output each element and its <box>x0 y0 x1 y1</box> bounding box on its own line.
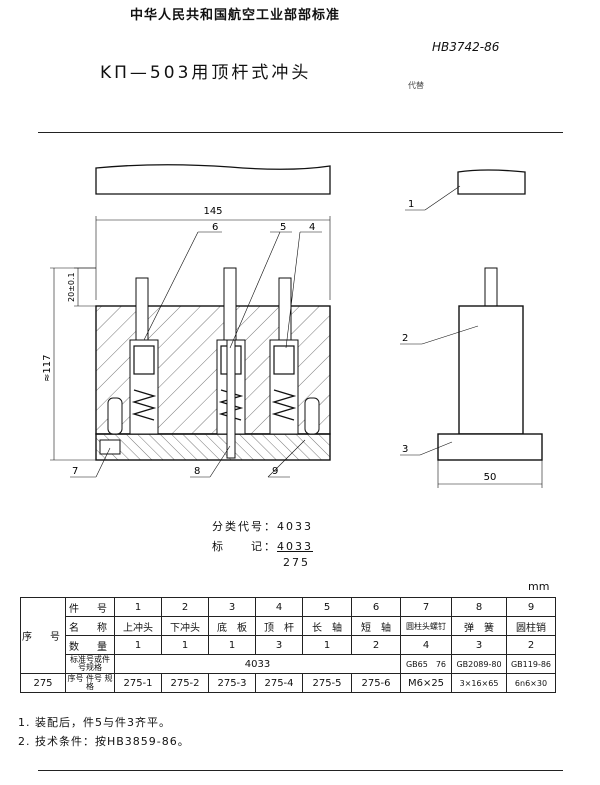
classification-mark-denominator: 275 <box>283 556 310 569</box>
qty-2: 1 <box>161 635 209 655</box>
spec-5: 275-5 <box>302 673 352 693</box>
classification-code: 分类代号：4033 <box>212 518 313 534</box>
part-name-3: 底 板 <box>208 616 256 636</box>
part-no-5: 5 <box>302 597 352 617</box>
replaces-note: 代替 <box>408 81 424 90</box>
qty-9: 2 <box>506 635 556 655</box>
bottom-rule <box>38 770 563 771</box>
part-no-header: 件 号 <box>65 597 115 617</box>
side-lower-punch <box>458 305 524 435</box>
part-name-4: 顶 杆 <box>255 616 303 636</box>
classification-code-value: 4033 <box>277 520 313 533</box>
part-no-8: 8 <box>451 597 507 617</box>
classification-mark-label: 标 记： <box>212 540 277 553</box>
qty-6: 2 <box>351 635 401 655</box>
spec-3: 275-3 <box>208 673 256 693</box>
callout-6: 6 <box>212 222 218 233</box>
part-name-7: 圆柱头螺钉 <box>400 616 452 636</box>
classification-mark-numerator: 4033 <box>277 540 313 553</box>
callout-2: 2 <box>402 333 408 344</box>
spec-4: 275-4 <box>255 673 303 693</box>
qty-4: 3 <box>255 635 303 655</box>
note-1: 1. 装配后，件5与件3齐平。 <box>18 716 171 729</box>
side-upper-punch <box>457 169 526 195</box>
part-name-9: 圆柱销 <box>506 616 556 636</box>
spec-7: M6×25 <box>400 673 452 693</box>
seq-value: 275 <box>20 673 66 693</box>
spec-9: 6n6×30 <box>506 673 556 693</box>
spec-8: 3×16×65 <box>451 673 507 693</box>
part-no-3: 3 <box>208 597 256 617</box>
part-name-6: 短 轴 <box>351 616 401 636</box>
callout-4: 4 <box>309 222 315 233</box>
spec-2: 275-2 <box>161 673 209 693</box>
std-7: GB65 76 <box>400 654 452 674</box>
qty-header: 数 量 <box>65 635 115 655</box>
callout-8: 8 <box>194 466 200 477</box>
std-merged: 4033 <box>114 654 401 674</box>
spec-1: 275-1 <box>114 673 162 693</box>
parts-table: 序 号 件 号 1 2 3 4 5 6 7 8 9 名 称 上冲头 下冲头 底 … <box>20 597 556 693</box>
units-label: mm <box>528 580 550 593</box>
std-9: GB119-86 <box>506 654 556 674</box>
dimension-20: 20±0.1 <box>67 272 76 302</box>
part-no-4: 4 <box>255 597 303 617</box>
part-name-5: 长 轴 <box>302 616 352 636</box>
std-header: 标准号或件号规格 <box>65 654 115 674</box>
part-no-9: 9 <box>506 597 556 617</box>
classification-code-label: 分类代号： <box>212 520 277 533</box>
callout-7: 7 <box>72 466 78 477</box>
upper-punch-outline <box>95 164 331 195</box>
dimension-145: 145 <box>203 206 222 217</box>
qty-1: 1 <box>114 635 162 655</box>
side-base-plate <box>437 433 543 461</box>
top-rule <box>38 132 563 133</box>
qty-8: 3 <box>451 635 507 655</box>
callout-5: 5 <box>280 222 286 233</box>
spec-6: 275-6 <box>351 673 401 693</box>
part-name-2: 下冲头 <box>161 616 209 636</box>
assembly-drawing: 145 20±0.1 ≈117 6 5 4 7 8 9 1 <box>42 164 543 488</box>
part-name-8: 弹 簧 <box>451 616 507 636</box>
seq-header: 序 号 <box>20 597 66 674</box>
qty-3: 1 <box>208 635 256 655</box>
callout-1: 1 <box>408 199 414 210</box>
callout-9: 9 <box>272 466 278 477</box>
std-8: GB2089-80 <box>451 654 507 674</box>
name-header: 名 称 <box>65 616 115 636</box>
classification-mark: 标 记：4033 <box>212 538 313 554</box>
part-no-2: 2 <box>161 597 209 617</box>
qty-7: 4 <box>400 635 452 655</box>
organization-header: 中华人民共和国航空工业部部标准 <box>129 8 340 23</box>
dimension-117: ≈117 <box>42 355 53 382</box>
qty-5: 1 <box>302 635 352 655</box>
part-no-7: 7 <box>400 597 452 617</box>
base-plate <box>95 433 331 461</box>
part-no-6: 6 <box>351 597 401 617</box>
note-2: 2. 技术条件：按HB3859-86。 <box>18 735 190 748</box>
part-name-1: 上冲头 <box>114 616 162 636</box>
dimension-50: 50 <box>484 472 497 483</box>
standard-code: HB3742-86 <box>432 40 500 54</box>
callout-3: 3 <box>402 444 408 455</box>
spec-header: 序号 件号 规格 <box>65 673 115 693</box>
document-title: KП—503用顶杆式冲头 <box>100 63 312 83</box>
part-no-1: 1 <box>114 597 162 617</box>
